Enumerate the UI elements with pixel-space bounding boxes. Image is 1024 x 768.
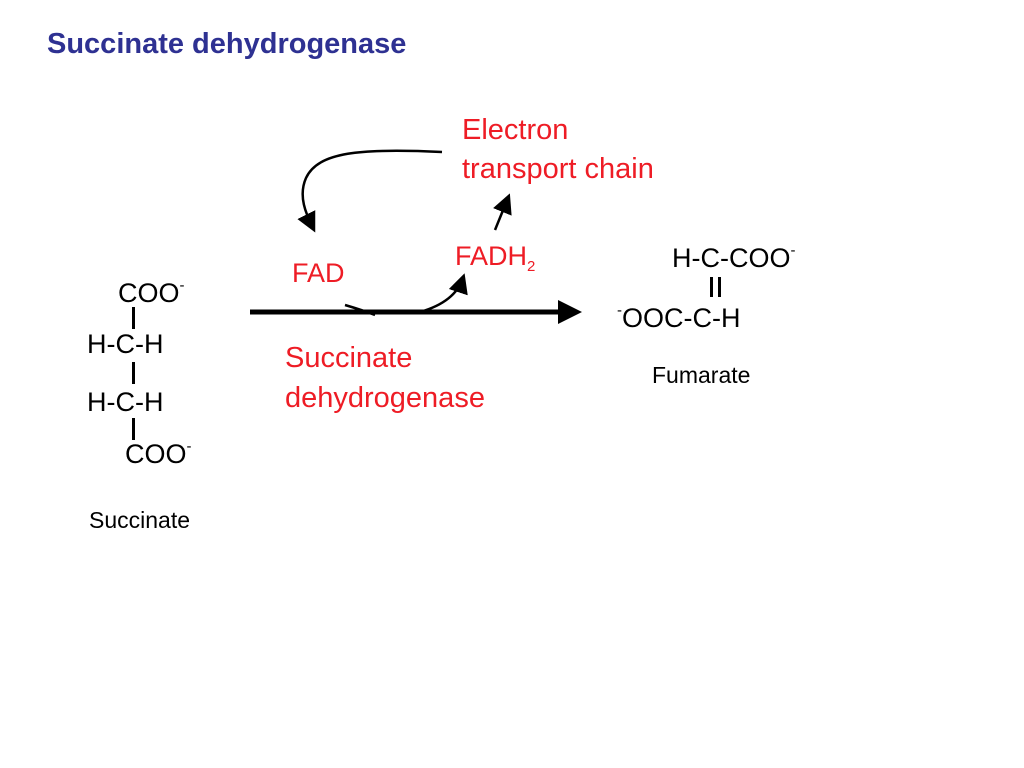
succinate-ch2-2: H-C-H: [87, 387, 164, 417]
succinate-bond-3: [132, 418, 135, 440]
fad-in-curve: [344, 303, 376, 317]
main-reaction-arrowhead: [558, 300, 582, 324]
fadh2-out-curve-arrow: [419, 273, 468, 314]
etc-return-arrow: [297, 149, 443, 233]
fumarate-label: Fumarate: [652, 362, 751, 388]
succinate-ch2-1: H-C-H: [87, 329, 164, 359]
fumarate-top-row: H-C-COO-: [672, 242, 796, 273]
slide-title: Succinate dehydrogenase: [47, 28, 407, 60]
fad-label: FAD: [292, 258, 345, 288]
succinate-top-carboxylate: COO-: [118, 277, 185, 308]
fadh2-label: FADH2: [455, 241, 536, 275]
fumarate-double-bond-right: [718, 277, 721, 297]
succinate-bond-1: [132, 307, 135, 329]
succinate-bottom-carboxylate: COO-: [125, 438, 192, 469]
fumarate-double-bond-left: [710, 277, 713, 297]
fumarate-bottom-row: -OOC-C-H: [617, 302, 741, 333]
enzyme-label-line2: dehydrogenase: [285, 382, 485, 414]
etc-label-line1: Electron: [462, 114, 569, 146]
succinate-bond-2: [132, 362, 135, 384]
to-etc-arrow: [493, 193, 512, 231]
succinate-label: Succinate: [89, 507, 191, 533]
etc-label-line2: transport chain: [462, 153, 654, 185]
enzyme-label-line1: Succinate: [285, 342, 413, 374]
